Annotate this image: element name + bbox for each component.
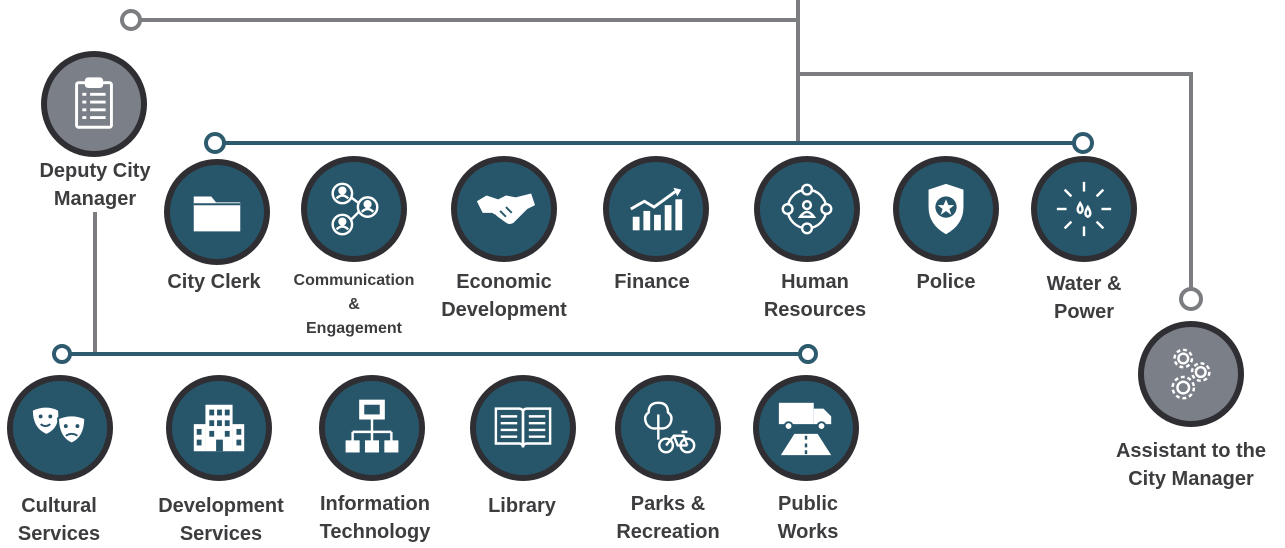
cultural-services-node[interactable] <box>7 375 113 481</box>
police-badge-icon <box>928 183 964 235</box>
growth-chart-icon <box>630 187 683 231</box>
parks-recreation-label: Parks &Recreation <box>616 493 720 543</box>
assistant-end-dot <box>1179 287 1203 311</box>
theater-masks-icon <box>32 407 87 445</box>
deputy-city-manager-node[interactable] <box>41 51 147 157</box>
clipboard-icon <box>75 77 113 129</box>
assistant-city-manager-node[interactable] <box>1138 321 1244 427</box>
communication-engagement-label: Communication&Engagement <box>293 272 415 337</box>
city-clerk-node[interactable] <box>164 159 270 265</box>
top-row-right-dot <box>1072 132 1094 154</box>
communication-engagement-node[interactable] <box>301 156 407 262</box>
bottom-row-right-dot <box>798 344 818 364</box>
parks-recreation-node[interactable] <box>615 375 721 481</box>
water-power-icon <box>1056 181 1112 237</box>
economic-development-node[interactable] <box>451 156 557 262</box>
truck-road-icon <box>778 402 832 456</box>
gears-icon <box>1171 348 1211 400</box>
tree-bicycle-icon <box>643 401 696 454</box>
finance-node[interactable] <box>603 156 709 262</box>
library-node[interactable] <box>470 375 576 481</box>
bottom-row-left-dot <box>52 344 72 364</box>
computer-network-icon <box>345 399 399 453</box>
public-works-node[interactable] <box>753 375 859 481</box>
folder-icon <box>193 196 241 232</box>
network-people-icon <box>331 182 379 236</box>
library-label: Library <box>488 495 556 517</box>
top-gray-end-dot <box>120 9 142 31</box>
information-technology-node[interactable] <box>319 375 425 481</box>
people-circle-icon <box>781 183 833 235</box>
police-label: Police <box>916 271 976 293</box>
finance-label: Finance <box>614 271 690 293</box>
water-power-node[interactable] <box>1031 156 1137 262</box>
water-power-label: Water &Power <box>1046 273 1122 323</box>
handshake-icon <box>476 193 535 225</box>
city-clerk-label: City Clerk <box>167 271 261 293</box>
police-node[interactable] <box>893 156 999 262</box>
human-resources-node[interactable] <box>754 156 860 262</box>
assistant-connector <box>798 72 1193 292</box>
building-icon <box>193 404 245 452</box>
top-row-left-dot <box>204 132 226 154</box>
book-icon <box>494 407 552 448</box>
development-services-node[interactable] <box>166 375 272 481</box>
